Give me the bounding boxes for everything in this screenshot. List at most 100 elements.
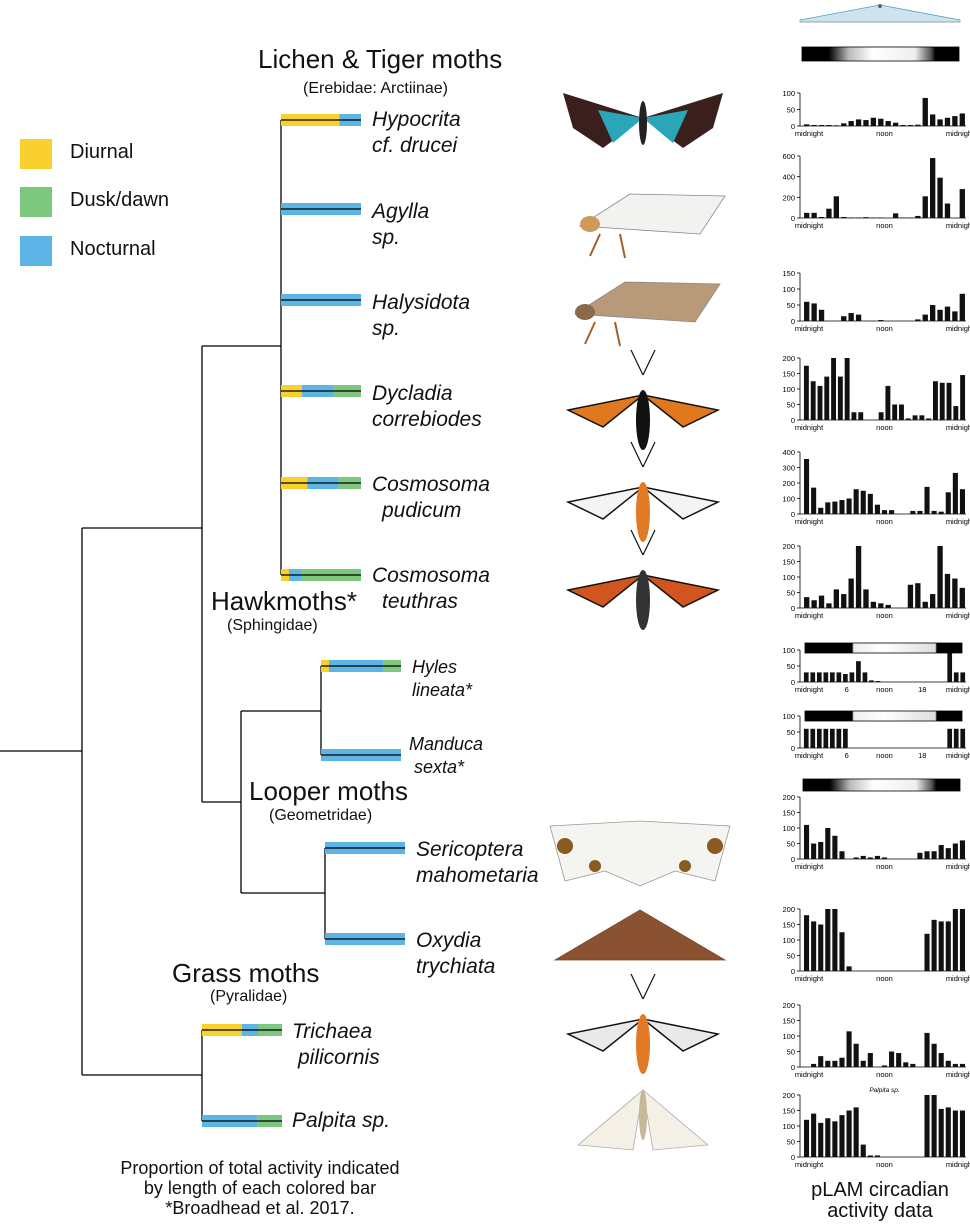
activity-plot: 050100150200midnightnoonmidnight xyxy=(782,354,970,432)
species-name-line1: Palpita sp. xyxy=(292,1109,391,1132)
x-tick-label: 18 xyxy=(918,685,926,694)
activity-bar xyxy=(924,851,930,859)
moth-eyespot xyxy=(589,860,601,872)
moth-wing xyxy=(577,1088,644,1151)
y-tick-label: 150 xyxy=(782,1017,795,1026)
activity-bar xyxy=(953,672,959,682)
activity-bar xyxy=(811,1063,817,1067)
activity-bar xyxy=(944,117,951,126)
y-tick-label: 50 xyxy=(787,662,795,671)
activity-bar xyxy=(844,358,850,420)
x-tick-label: noon xyxy=(876,324,893,333)
y-tick-label: 50 xyxy=(787,1048,795,1057)
legend-label-nocturnal: Nocturnal xyxy=(70,238,156,260)
family-sub-arctiinae: (Erebidae: Arctiinae) xyxy=(303,80,448,97)
moth-wing xyxy=(642,394,721,428)
activity-bar xyxy=(932,381,938,420)
x-tick-label: noon xyxy=(876,423,893,432)
legend-swatch-dusk-dawn xyxy=(20,187,52,217)
activity-bar xyxy=(826,208,832,218)
activity-bar xyxy=(818,1056,824,1067)
x-tick-label: noon xyxy=(876,685,893,694)
x-tick-label: midnight xyxy=(795,862,824,871)
activity-bar xyxy=(811,843,817,859)
activity-plot: 050100150200midnightnoonmidnight xyxy=(782,1001,970,1079)
activity-bar xyxy=(841,594,847,608)
y-tick-label: 100 xyxy=(782,89,795,98)
activity-bar xyxy=(929,305,936,321)
activity-bar xyxy=(818,309,825,321)
moth-antenna xyxy=(630,441,644,468)
family-name-geometridae: Looper moths xyxy=(249,776,408,806)
activity-bar xyxy=(892,213,899,218)
moth-images xyxy=(549,93,731,1151)
y-tick-label: 100 xyxy=(782,646,795,655)
species-label-oxydia: Oxydia trychiata xyxy=(416,928,495,980)
activity-bar xyxy=(896,1053,902,1067)
activity-bar xyxy=(945,1107,951,1157)
activity-bar xyxy=(907,125,914,126)
x-tick-label: noon xyxy=(876,611,893,620)
activity-bar xyxy=(855,119,862,126)
activity-bar xyxy=(915,124,921,126)
activity-bar xyxy=(804,597,810,608)
activity-bar xyxy=(848,217,854,218)
activity-bar xyxy=(853,857,859,859)
y-tick-label: 300 xyxy=(782,464,795,473)
activity-bar xyxy=(931,851,937,859)
y-tick-label: 200 xyxy=(782,793,795,802)
activity-bar xyxy=(841,216,847,218)
species-name-line1: Oxydia xyxy=(416,929,482,952)
moth-wing xyxy=(642,486,721,520)
moth-image xyxy=(565,529,721,630)
activity-bar xyxy=(818,216,825,218)
activity-bar xyxy=(952,909,958,971)
activity-bar xyxy=(855,546,862,608)
light-dark-bar xyxy=(804,642,963,654)
moth-wing xyxy=(565,574,644,608)
species-label-manduca: Manduca sexta* xyxy=(409,733,483,779)
activity-bar xyxy=(823,728,829,748)
activity-bar xyxy=(851,412,857,420)
activity-bar xyxy=(931,1043,937,1067)
x-tick-label: noon xyxy=(876,1070,893,1079)
moth-antenna xyxy=(630,973,644,1000)
activity-bar xyxy=(938,921,944,971)
x-tick-label: midnight xyxy=(946,751,970,760)
activity-bar xyxy=(952,116,958,126)
light-dark-bar xyxy=(801,46,960,62)
moth-image xyxy=(549,820,731,887)
activity-bar xyxy=(878,603,884,608)
activity-bar xyxy=(823,672,829,682)
species-label-cosmosoma-pudicum: Cosmosoma pudicum xyxy=(372,472,490,524)
activity-bar xyxy=(853,1107,859,1157)
activity-bar xyxy=(833,125,840,126)
activity-bar xyxy=(889,1051,895,1067)
activity-bar xyxy=(945,1060,951,1067)
x-tick-label: midnight xyxy=(795,221,824,230)
light-dark-bar xyxy=(804,710,963,722)
activity-bar xyxy=(863,589,869,608)
moth-eyespot xyxy=(557,838,573,854)
activity-bar xyxy=(855,217,862,218)
activity-bar xyxy=(937,177,943,218)
caption-left: Proportion of total activity indicated b… xyxy=(60,1158,460,1218)
activity-bar xyxy=(816,672,822,682)
activity-bar xyxy=(811,921,817,971)
activity-bar xyxy=(874,855,880,859)
species-name-line2: cf. drucei xyxy=(372,134,458,157)
y-tick-label: 200 xyxy=(782,542,795,551)
plot-title: Palpita sp. xyxy=(869,1087,900,1094)
y-tick-label: 0 xyxy=(791,678,795,687)
activity-bar xyxy=(931,1095,937,1157)
activity-bar xyxy=(952,843,958,859)
activity-bar xyxy=(878,217,884,218)
moth-eyespot xyxy=(707,838,723,854)
activity-bar xyxy=(885,385,891,420)
activity-bar xyxy=(900,217,906,218)
activity-bar xyxy=(867,1053,873,1067)
activity-bar xyxy=(860,855,866,859)
activity-bars xyxy=(202,114,405,1127)
activity-bar xyxy=(874,504,880,514)
activity-bar xyxy=(937,546,943,608)
